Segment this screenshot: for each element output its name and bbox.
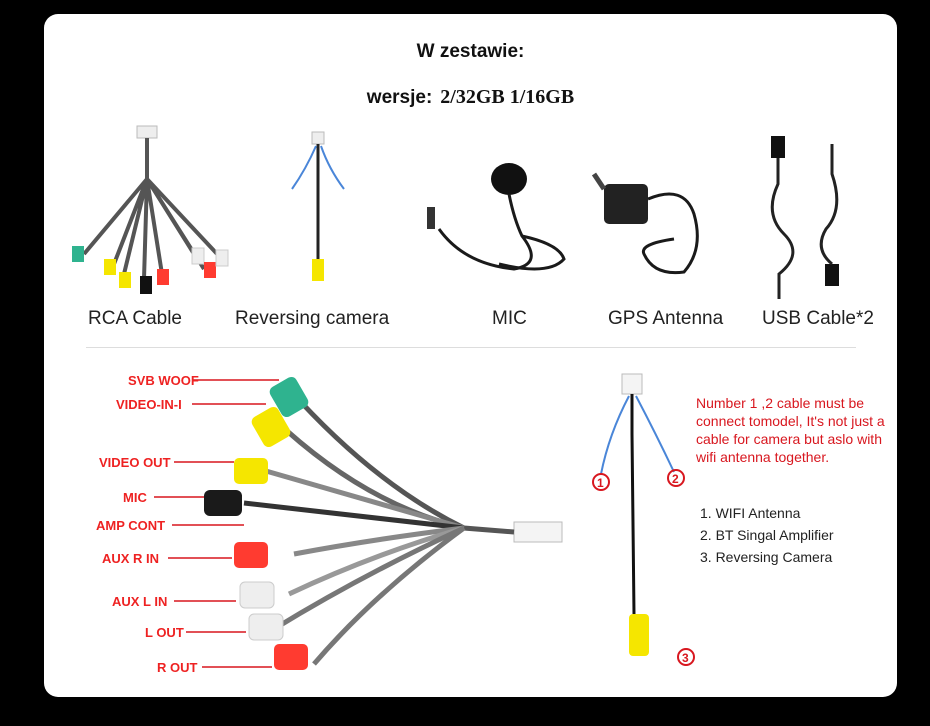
versions-value: 2/32GB 1/16GB: [440, 86, 575, 108]
list-item: 1. WIFI Antenna: [700, 505, 801, 521]
product-illustrations: 1 2 3: [72, 125, 839, 670]
harness-image: [154, 376, 563, 670]
item-label-usb-cable: USB Cable*2: [762, 308, 874, 329]
connector-label-aux-r-in: AUX R IN: [102, 551, 160, 566]
marker-1: 1: [597, 476, 604, 490]
mic-image: [427, 163, 566, 271]
marker-2: 2: [672, 472, 679, 486]
marker-3: 3: [682, 651, 689, 665]
camera-cable-image: 1 2 3: [592, 373, 695, 666]
rca-cable-image: [72, 125, 229, 294]
connector-label-video-in: VIDEO-IN-I: [116, 397, 182, 412]
product-card: W zestawie: wersje: 2/32GB 1/16GB: [44, 14, 897, 697]
versions-label: wersje:: [366, 87, 433, 108]
list-item: 3. Reversing Camera: [700, 549, 833, 565]
connector-label-video-out: VIDEO OUT: [99, 455, 171, 470]
camera-cable-note: Number 1 ,2 cable must be connect tomode…: [696, 395, 885, 465]
connector-label-l-out: L OUT: [145, 625, 184, 640]
gps-antenna-image: [591, 172, 699, 275]
reversing-camera-cable-image: [291, 131, 345, 281]
marker-2-circle: [667, 469, 685, 487]
page-title: W zestawie:: [416, 41, 525, 62]
marker-1-circle: [592, 473, 610, 491]
item-label-mic: MIC: [492, 308, 527, 329]
connector-label-mic: MIC: [123, 490, 147, 505]
versions-line: wersje: 2/32GB 1/16GB: [44, 86, 897, 109]
connector-label-svb-woof: SVB WOOF: [128, 373, 199, 388]
camera-cable-list: 1. WIFI Antenna 2. BT Singal Amplifier 3…: [700, 502, 834, 568]
connector-label-r-out: R OUT: [157, 660, 198, 675]
marker-3-circle: [677, 648, 695, 666]
section-divider: [86, 347, 856, 348]
connector-label-aux-l-in: AUX L IN: [112, 594, 168, 609]
item-label-reversing-camera: Reversing camera: [235, 308, 390, 329]
usb-cables-image: [770, 136, 839, 299]
list-item: 2. BT Singal Amplifier: [700, 527, 834, 543]
connector-label-amp-cont: AMP CONT: [96, 518, 166, 533]
item-label-rca-cable: RCA Cable: [88, 308, 182, 329]
item-label-gps-antenna: GPS Antenna: [608, 308, 724, 329]
